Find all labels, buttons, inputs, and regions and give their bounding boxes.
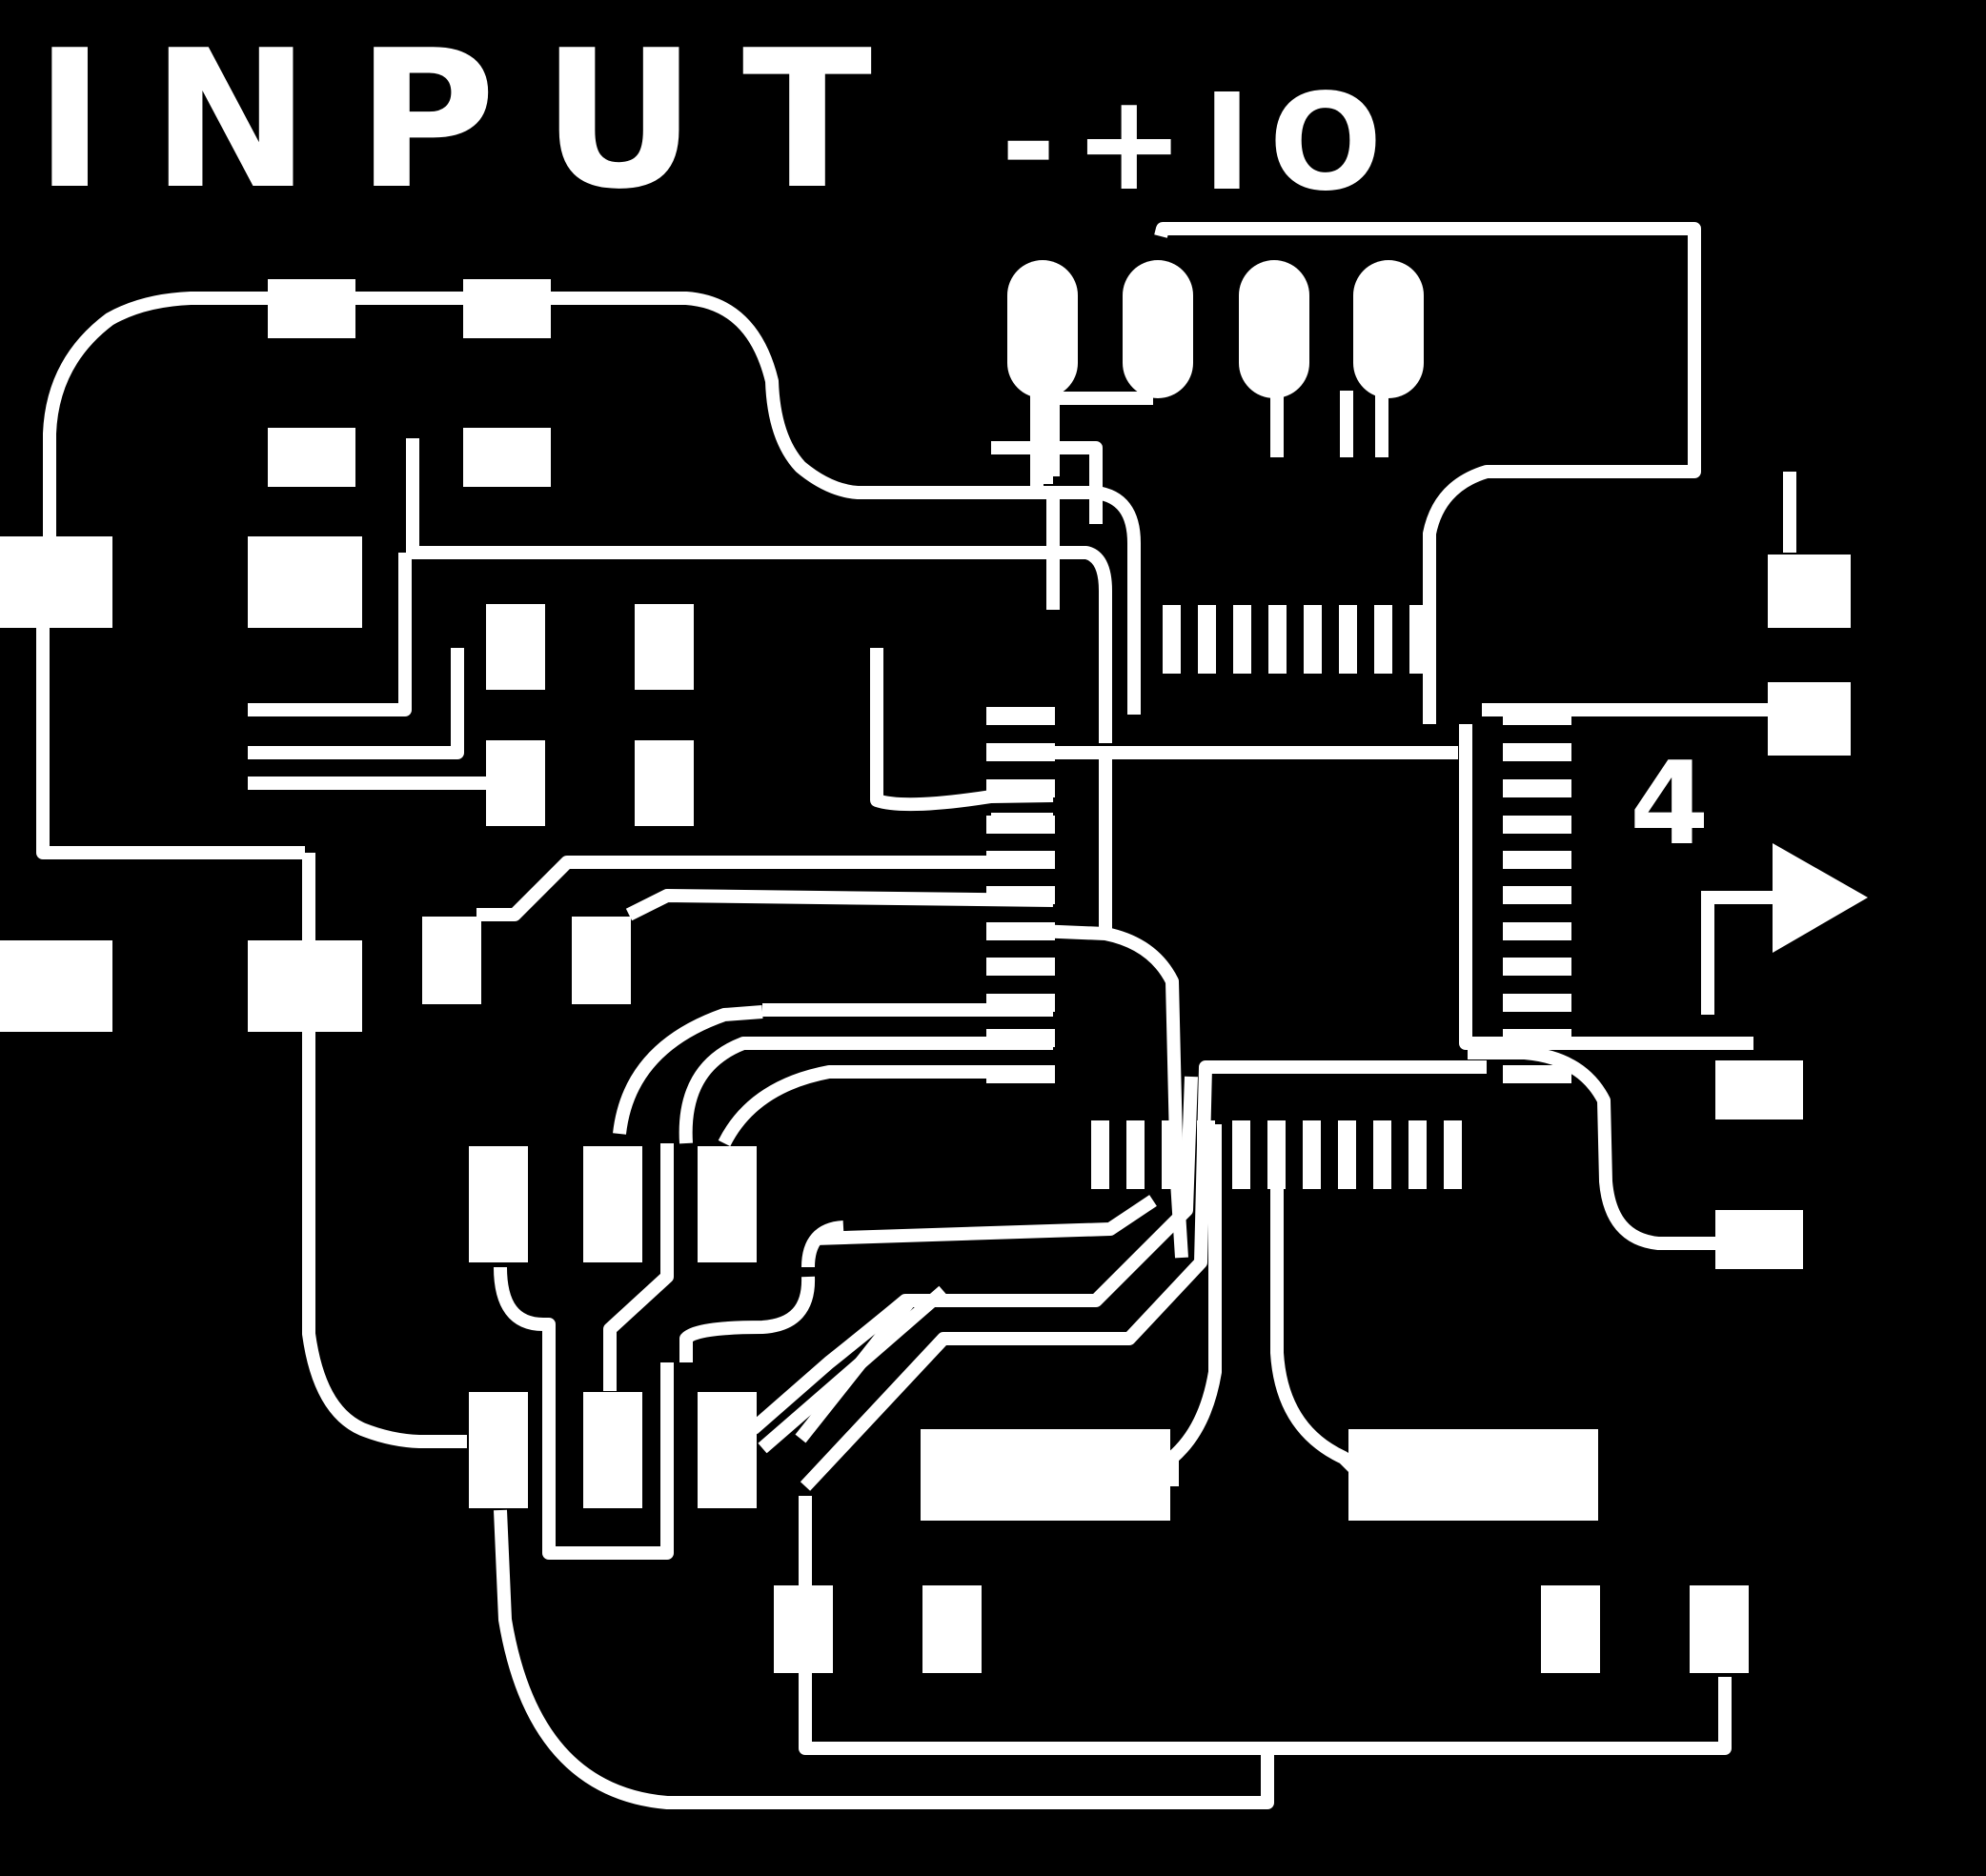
arrow-right-icon [1701,843,1868,1015]
pads [0,260,1851,1673]
traces [36,222,1796,1809]
board-subtitle: -+IO [1001,66,1400,221]
badge-number: 4 [1630,738,1710,871]
board-title: INPUT [34,10,918,232]
